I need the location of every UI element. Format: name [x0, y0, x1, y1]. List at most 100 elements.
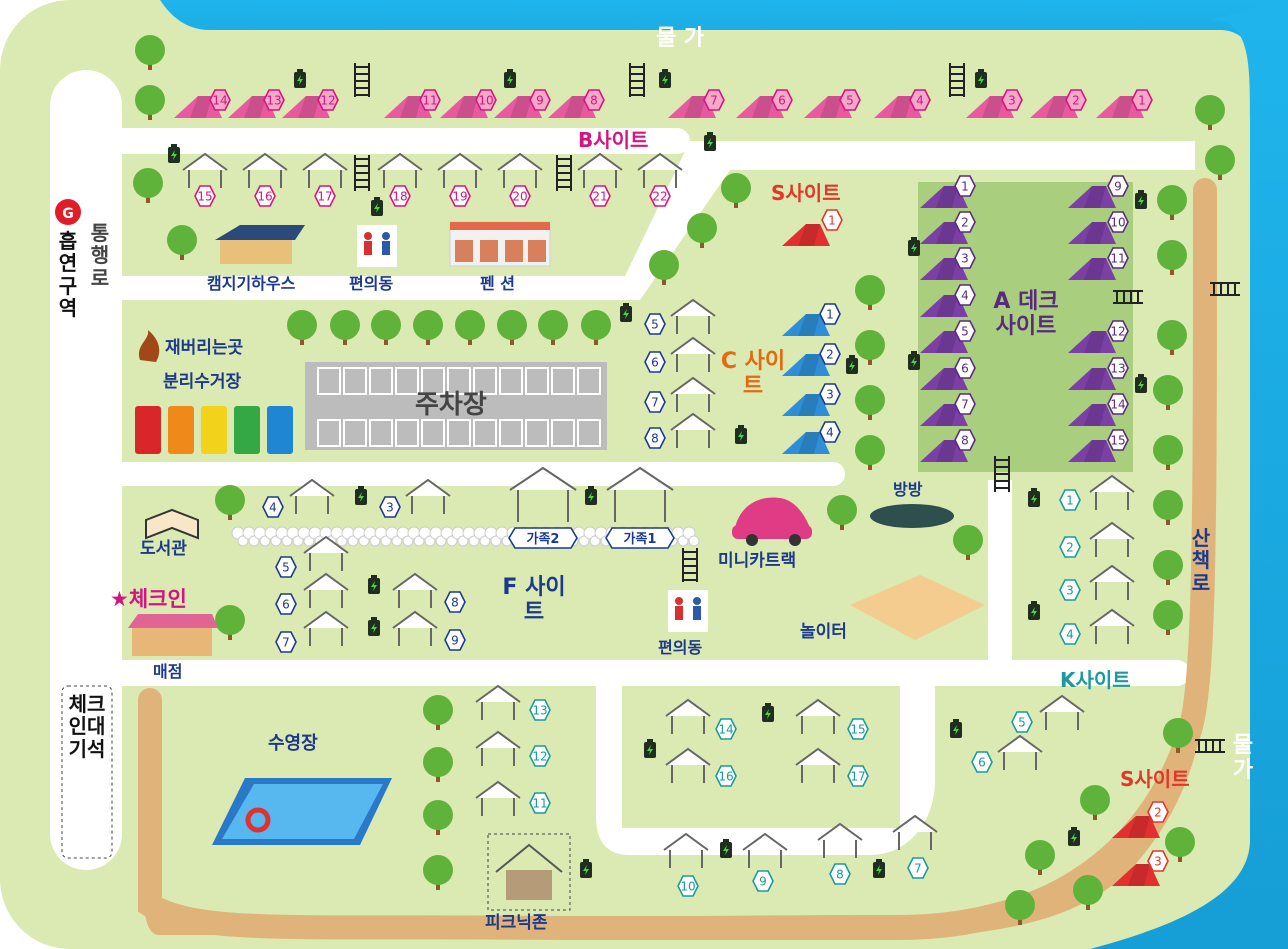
ladder-icon [1195, 739, 1225, 753]
pool-water [222, 784, 383, 839]
svg-text:2: 2 [826, 348, 834, 362]
b-tent-number: 8 [583, 89, 605, 111]
charger-icon [168, 144, 180, 163]
tree [423, 747, 453, 782]
s-bottom-tent-number: 2 [1147, 801, 1169, 823]
a-tent [1068, 440, 1116, 462]
s-bottom-tent [1112, 864, 1160, 886]
bottom-cabin [795, 698, 841, 734]
f-cabin-number: 8 [444, 591, 466, 613]
ladder-icon [1210, 282, 1240, 296]
bottom-cabin-number: 9 [752, 870, 774, 892]
charger-icon [371, 197, 383, 216]
charger-icon [1135, 374, 1147, 393]
a-tent [1068, 222, 1116, 244]
f-cabin-number: 4 [262, 496, 284, 518]
tree [413, 310, 443, 345]
svg-text:6: 6 [778, 94, 786, 108]
bottom-cabin [665, 698, 711, 734]
bottom-cabin-number: 13 [529, 699, 551, 721]
a-tent [920, 222, 968, 244]
tree [827, 495, 857, 530]
charger-icon [1028, 601, 1040, 620]
picnic-label: 피크닉존 [485, 913, 548, 933]
s-bottom-tent [1112, 816, 1160, 838]
svg-text:가족1: 가족1 [624, 532, 657, 547]
tree [1163, 718, 1193, 753]
a-tent-number: 12 [1107, 320, 1129, 342]
c-tent-number: 2 [819, 343, 841, 365]
f-cabin [392, 572, 438, 608]
ladder-icon [949, 63, 965, 97]
tree [135, 85, 165, 120]
k-cabin-number: 4 [1059, 623, 1081, 645]
svg-text:11: 11 [532, 797, 547, 811]
family-cabin: 가족2 [508, 466, 578, 549]
a-tent [1068, 331, 1116, 353]
charger-icon [735, 425, 747, 444]
ladder-icon [556, 155, 572, 191]
left-road [50, 70, 122, 870]
bottom-cabin [795, 747, 841, 783]
f-cabin-number: 5 [275, 556, 297, 578]
tree [423, 695, 453, 730]
svg-text:9: 9 [451, 634, 459, 648]
svg-text:13: 13 [532, 704, 547, 718]
restroom-mid-label: 편의동 [658, 638, 703, 657]
tree [687, 213, 717, 248]
f-cabin [303, 535, 349, 571]
svg-text:3: 3 [1008, 94, 1016, 108]
trash-label: 재버리는곳 [165, 338, 244, 358]
svg-text:9: 9 [536, 94, 544, 108]
bottom-cabin [817, 822, 863, 858]
pool-label: 수영장 [268, 733, 318, 754]
svg-text:1: 1 [961, 180, 969, 194]
tree [1073, 875, 1103, 910]
tree [287, 310, 317, 345]
bottom-cabin-number: 15 [847, 718, 869, 740]
svg-text:17: 17 [850, 770, 865, 784]
tree [1195, 95, 1225, 130]
a-site-label: A 데크 사이트 [993, 289, 1059, 339]
playground-label: 놀이터 [800, 622, 847, 642]
charger-icon [720, 839, 732, 858]
k-cabin [1089, 564, 1135, 600]
svg-text:6: 6 [651, 356, 659, 370]
road-mid [110, 462, 845, 486]
tree [133, 168, 163, 203]
pension-building [449, 221, 551, 267]
svg-text:2: 2 [1154, 806, 1162, 820]
f-cabin-number: 3 [379, 496, 401, 518]
svg-text:2: 2 [1072, 94, 1080, 108]
b-cabin-number: 21 [589, 185, 611, 207]
svg-text:16: 16 [257, 190, 272, 204]
restroom-icon [357, 225, 397, 267]
a-tent-number: 5 [954, 320, 976, 342]
svg-text:4: 4 [916, 94, 924, 108]
tree [1157, 185, 1187, 220]
svg-text:17: 17 [317, 190, 332, 204]
svg-text:1: 1 [1138, 94, 1146, 108]
b-tent-number: 13 [263, 89, 285, 111]
ladder-icon [1113, 290, 1143, 304]
svg-text:10: 10 [1110, 216, 1125, 230]
water-top [160, 0, 1288, 90]
tree [538, 310, 568, 345]
svg-text:7: 7 [710, 94, 718, 108]
tree [423, 800, 453, 835]
playground-base [850, 575, 985, 640]
bottom-cabin-number: 16 [715, 765, 737, 787]
svg-text:8: 8 [836, 868, 844, 882]
b-cabin-number: 15 [194, 185, 216, 207]
book-icon [145, 508, 199, 540]
svg-text:1: 1 [828, 214, 836, 228]
f-cabin [303, 572, 349, 608]
svg-text:7: 7 [914, 862, 922, 876]
road-right-vertical [988, 480, 1012, 670]
c-cabin [670, 376, 716, 412]
a-tent-number: 11 [1107, 247, 1129, 269]
tree [855, 435, 885, 470]
tree [581, 310, 611, 345]
